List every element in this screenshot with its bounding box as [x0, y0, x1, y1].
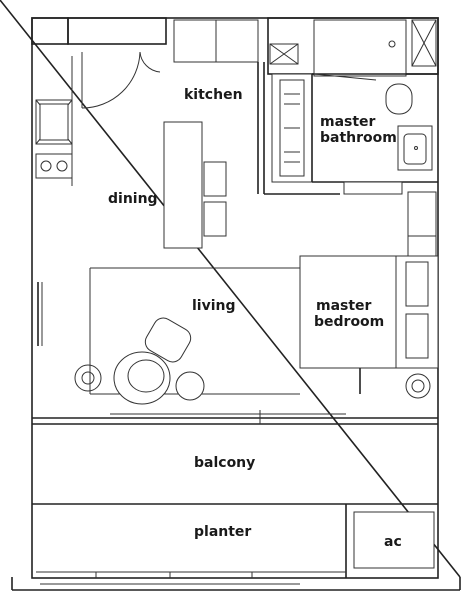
kitchen-label: kitchen: [184, 87, 243, 103]
balcony-label: balcony: [194, 455, 256, 471]
living-label: living: [192, 298, 236, 314]
kitchen-partition: [257, 62, 340, 195]
kitchen-upper-cabinets: [173, 19, 259, 63]
master-bathroom-label-line1: master: [320, 114, 376, 130]
planter-area: [32, 503, 438, 585]
dining-label: dining: [108, 191, 158, 207]
kitchen-counter: [35, 56, 73, 186]
balcony-doors: [32, 410, 438, 425]
master-bedroom: [299, 191, 439, 399]
planter-label: planter: [194, 524, 252, 540]
master-bedroom-label-line1: master: [316, 298, 372, 314]
entry-door: [81, 51, 161, 109]
master-bathroom: [267, 17, 439, 195]
dining-table: [163, 121, 227, 249]
master-bathroom-label-line2: bathroom: [320, 130, 397, 146]
living-room: [37, 267, 300, 405]
ac-label: ac: [384, 534, 402, 550]
master-bedroom-label-line2: bedroom: [314, 314, 385, 330]
